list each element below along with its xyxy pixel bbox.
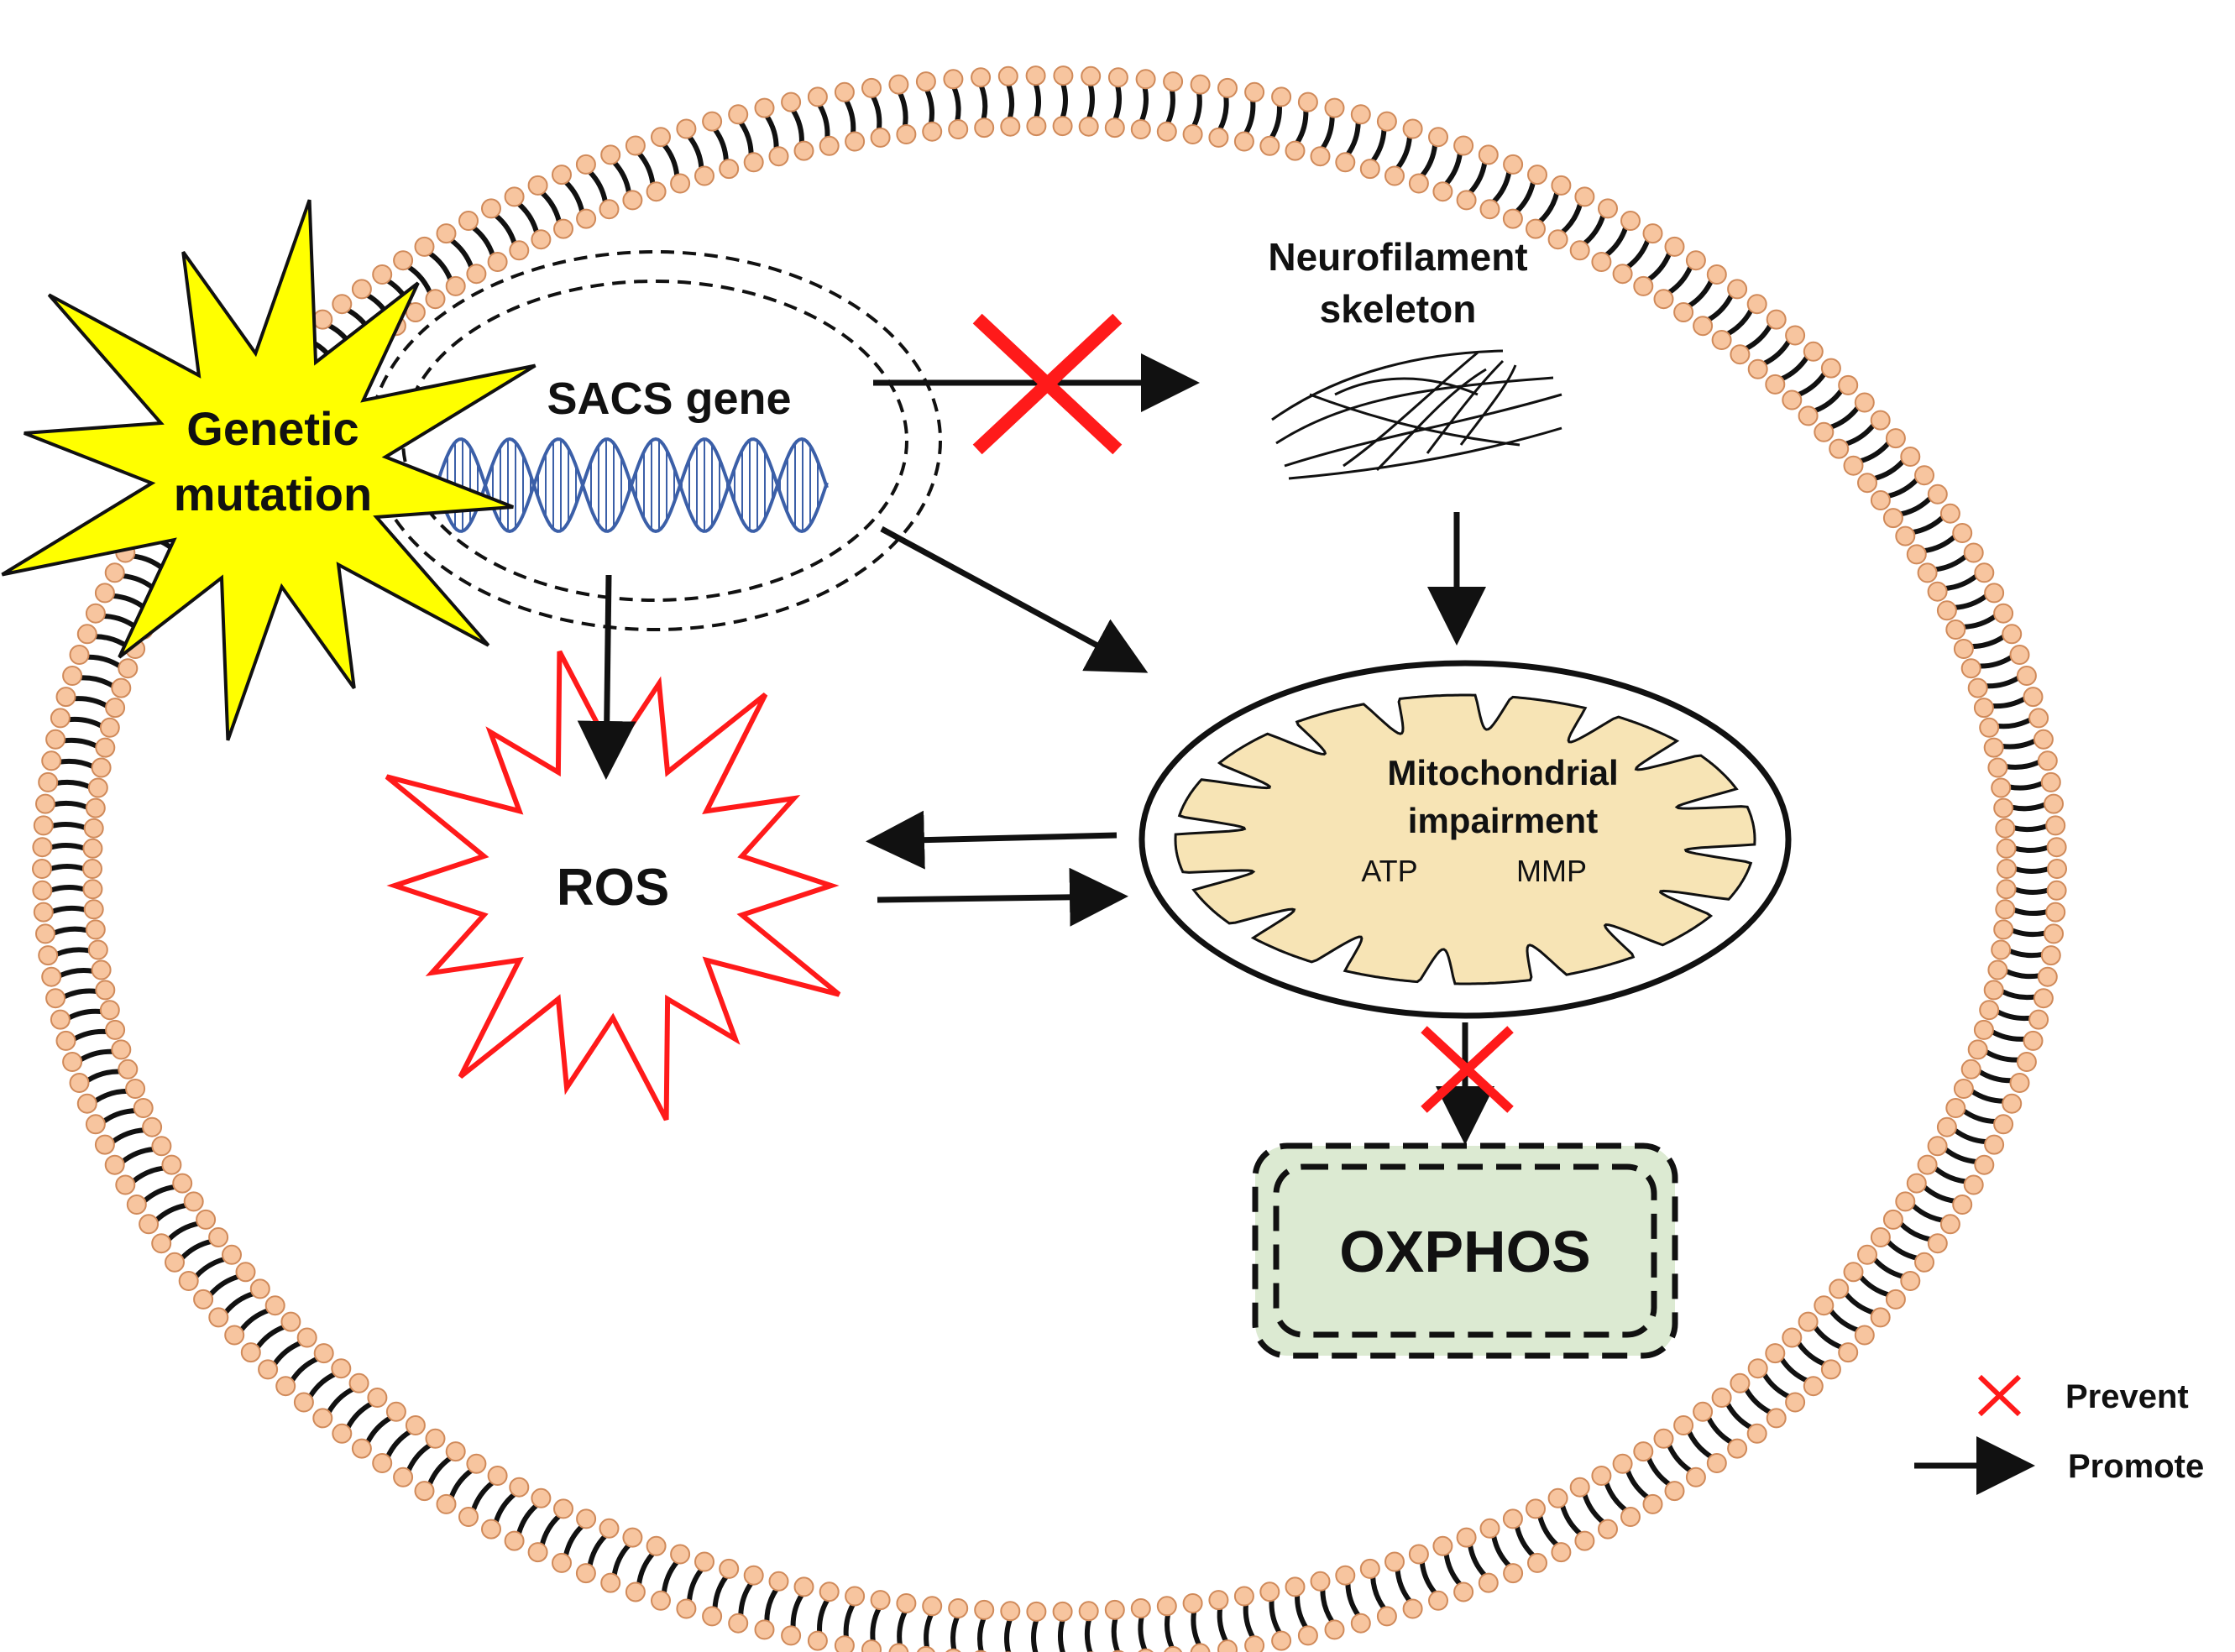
arrow-sacs-to-mitochondria xyxy=(880,525,1149,673)
sacs-gene-label: SACS gene xyxy=(547,374,791,424)
arrow-sacs-to-ros xyxy=(577,574,636,780)
mitochondrion-cristae xyxy=(1174,693,1756,985)
dna-helix-icon xyxy=(435,437,829,534)
genetic-mutation-label-line2: mutation xyxy=(174,468,372,520)
neurofilament-label-line2: skeleton xyxy=(1320,287,1477,331)
mmp-label: MMP xyxy=(1516,854,1587,888)
legend-prevent-label: Prevent xyxy=(2065,1378,2189,1415)
legend: Prevent Promote xyxy=(1914,1374,2204,1495)
arrow-mitochondria-to-ros xyxy=(866,810,1118,870)
mitochondrial-label-line1: Mitochondrial xyxy=(1387,753,1618,792)
mitochondrial-label-line2: impairment xyxy=(1408,801,1598,840)
legend-promote-label: Promote xyxy=(2068,1448,2204,1485)
oxphos-label: OXPHOS xyxy=(1339,1219,1591,1284)
oxphos-inner-border xyxy=(1273,1163,1657,1338)
arrow-ros-to-mitochondria xyxy=(877,867,1128,927)
atp-label: ATP xyxy=(1361,854,1417,888)
prevent-x-icon-neurofilament xyxy=(972,313,1123,455)
nucleus-inner-membrane xyxy=(401,280,908,602)
neurofilament-mesh-icon xyxy=(1271,349,1562,480)
ros-burst xyxy=(385,650,841,1121)
mitochondrion xyxy=(1138,660,1792,1019)
legend-prevent-x-icon xyxy=(1977,1374,2022,1417)
lipid-heads xyxy=(32,65,2067,1652)
neurofilament-label-line1: Neurofilament xyxy=(1268,235,1527,279)
genetic-mutation-label-line1: Genetic xyxy=(186,402,359,455)
oxphos-box xyxy=(1252,1142,1678,1359)
oxphos-outer-border xyxy=(1252,1142,1678,1359)
prevent-x-icon-oxphos xyxy=(1421,1026,1514,1113)
ros-label: ROS xyxy=(557,859,669,917)
genetic-mutation-burst xyxy=(1,199,537,741)
